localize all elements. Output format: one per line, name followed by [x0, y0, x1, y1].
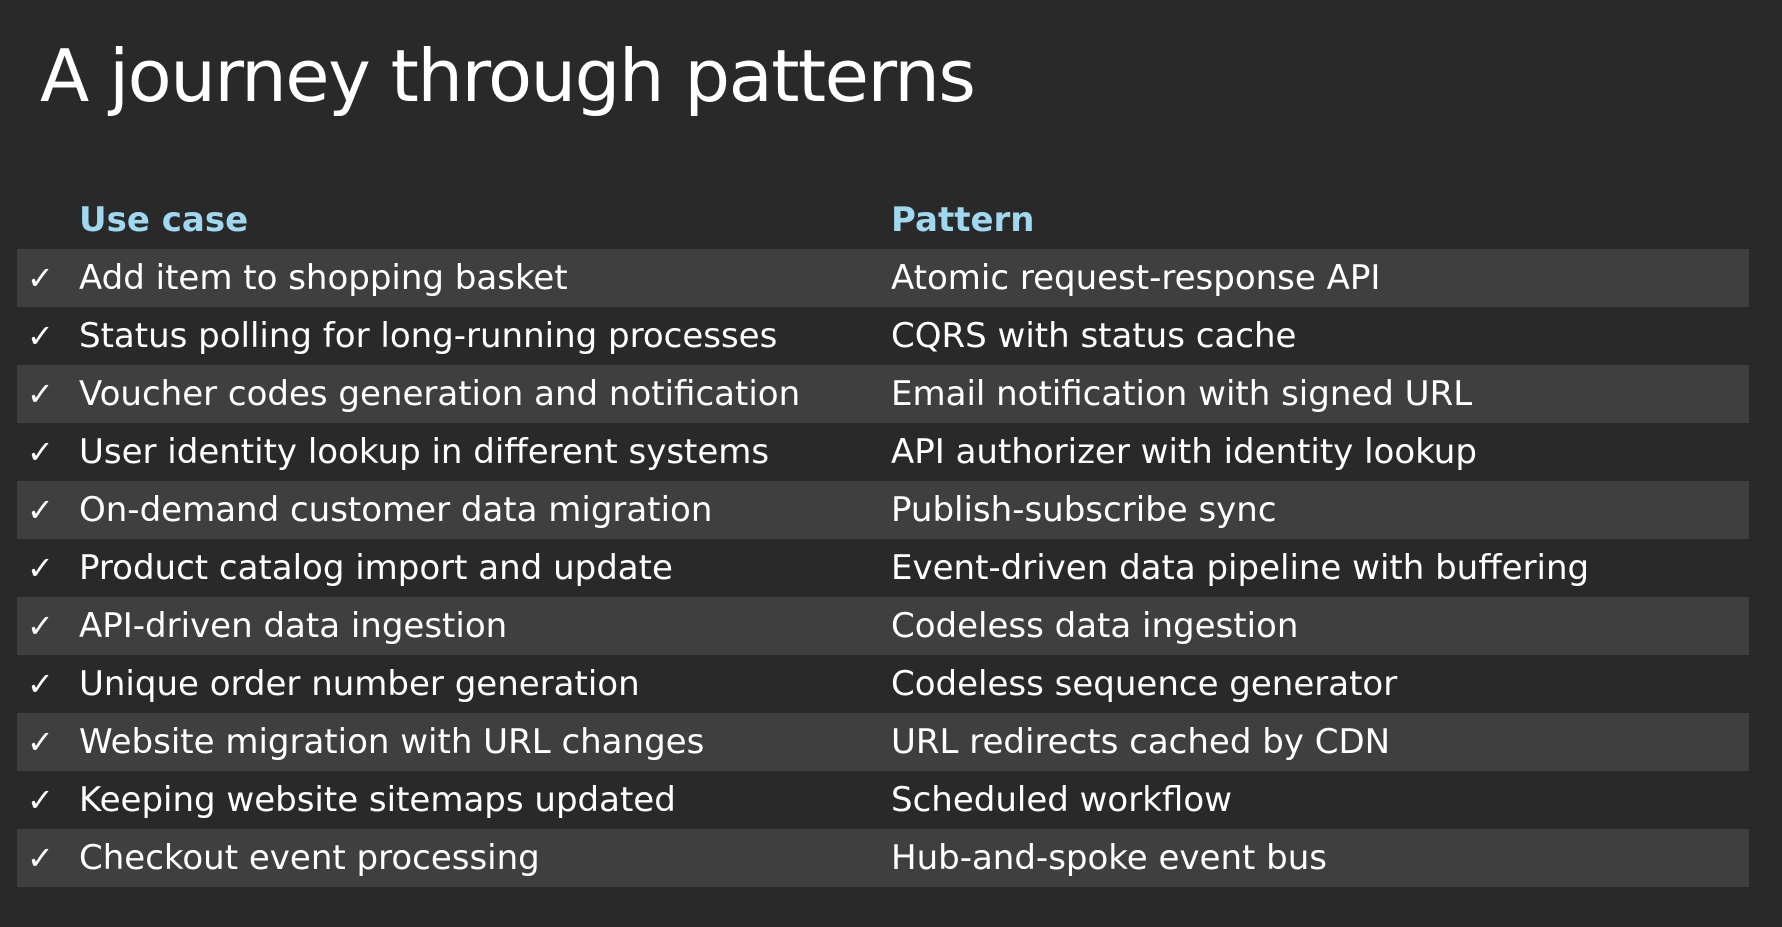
use-case-cell: User identity lookup in different system… — [79, 432, 770, 472]
use-case-cell: Website migration with URL changes — [79, 722, 705, 762]
pattern-cell: Codeless data ingestion — [891, 606, 1299, 646]
header-pattern: Pattern — [891, 200, 1035, 240]
pattern-cell: Scheduled workflow — [891, 780, 1232, 820]
pattern-cell: Publish-subscribe sync — [891, 490, 1277, 530]
pattern-cell: Atomic request-response API — [891, 258, 1381, 298]
pattern-cell: Event-driven data pipeline with bufferin… — [891, 548, 1590, 588]
patterns-table: Use case Pattern ✓ Add item to shopping b… — [17, 191, 1749, 887]
check-icon: ✓ — [27, 665, 54, 703]
check-icon: ✓ — [27, 259, 54, 297]
pattern-cell: Email notification with signed URL — [891, 374, 1473, 414]
check-icon: ✓ — [27, 781, 54, 819]
use-case-cell: Keeping website sitemaps updated — [79, 780, 676, 820]
check-icon: ✓ — [27, 607, 54, 645]
use-case-cell: Product catalog import and update — [79, 548, 673, 588]
check-icon: ✓ — [27, 317, 54, 355]
slide-title: A journey through patterns — [40, 34, 976, 118]
table-row: ✓ Website migration with URL changes URL r… — [17, 713, 1749, 771]
table-row: ✓ Product catalog import and update Event-… — [17, 539, 1749, 597]
pattern-cell: API authorizer with identity lookup — [891, 432, 1477, 472]
table-row: ✓ User identity lookup in different syste… — [17, 423, 1749, 481]
table-row: ✓ Add item to shopping basket Atomic reque… — [17, 249, 1749, 307]
table-row: ✓ Status polling for long-running process… — [17, 307, 1749, 365]
table-row: ✓ On-demand customer data migration Publis… — [17, 481, 1749, 539]
check-icon: ✓ — [27, 549, 54, 587]
use-case-cell: Status polling for long-running processe… — [79, 316, 778, 356]
pattern-cell: Codeless sequence generator — [891, 664, 1398, 704]
use-case-cell: Unique order number generation — [79, 664, 640, 704]
table-row: ✓ Unique order number generation Codeless … — [17, 655, 1749, 713]
table-header-row: Use case Pattern — [17, 191, 1749, 249]
table-row: ✓ Checkout event processing Hub-and-spoke … — [17, 829, 1749, 887]
pattern-cell: CQRS with status cache — [891, 316, 1297, 356]
use-case-cell: Checkout event processing — [79, 838, 540, 878]
use-case-cell: Voucher codes generation and notificatio… — [79, 374, 801, 414]
check-icon: ✓ — [27, 723, 54, 761]
table-row: ✓ Voucher codes generation and notificati… — [17, 365, 1749, 423]
header-use-case: Use case — [79, 200, 249, 240]
check-icon: ✓ — [27, 839, 54, 877]
use-case-cell: API-driven data ingestion — [79, 606, 508, 646]
table-body: ✓ Add item to shopping basket Atomic reque… — [17, 249, 1749, 887]
check-icon: ✓ — [27, 491, 54, 529]
pattern-cell: URL redirects cached by CDN — [891, 722, 1391, 762]
check-icon: ✓ — [27, 433, 54, 471]
table-row: ✓ API-driven data ingestion Codeless data … — [17, 597, 1749, 655]
use-case-cell: Add item to shopping basket — [79, 258, 568, 298]
check-icon: ✓ — [27, 375, 54, 413]
pattern-cell: Hub-and-spoke event bus — [891, 838, 1327, 878]
table-row: ✓ Keeping website sitemaps updated Schedul… — [17, 771, 1749, 829]
use-case-cell: On-demand customer data migration — [79, 490, 713, 530]
